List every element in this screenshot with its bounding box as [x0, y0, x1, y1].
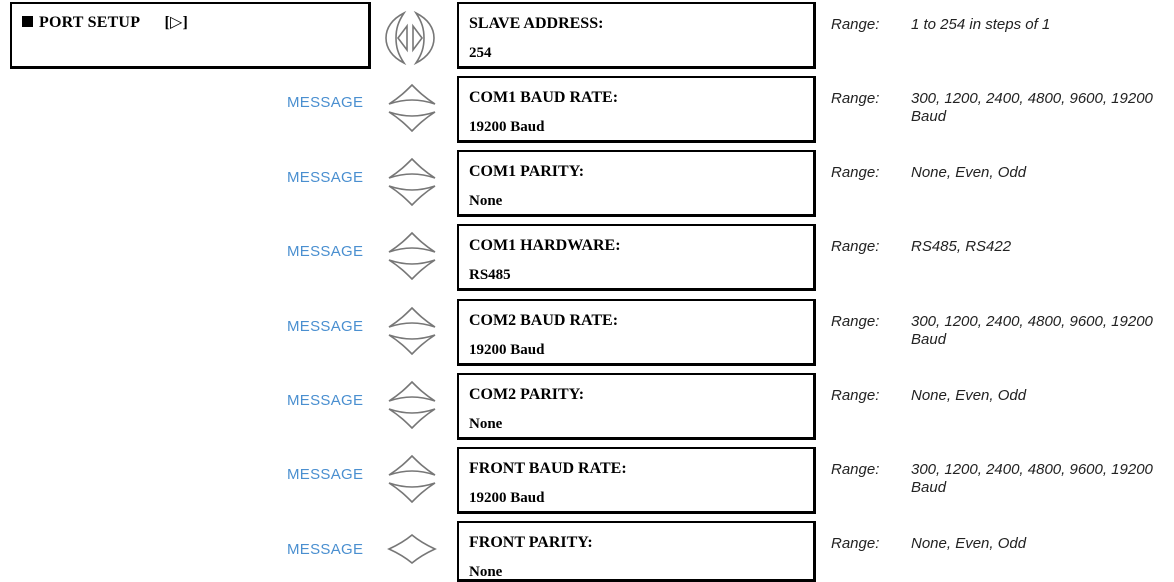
up-down-arrows-icon[interactable]: [386, 377, 438, 433]
message-label: MESSAGE: [287, 318, 364, 335]
range-text: 300, 1200, 2400, 4800, 9600, 19200 Baud: [911, 90, 1153, 125]
range-label: Range:: [831, 313, 880, 330]
setting-value: None: [469, 193, 503, 209]
setting-box-com1-parity[interactable]: COM1 PARITY: None: [457, 150, 816, 217]
setting-name: COM1 BAUD RATE:: [469, 89, 619, 106]
left-right-arrows-icon[interactable]: [376, 10, 444, 66]
message-label: MESSAGE: [287, 94, 364, 111]
up-down-arrows-icon[interactable]: [386, 451, 438, 507]
setting-name: FRONT PARITY:: [469, 534, 593, 551]
message-label: MESSAGE: [287, 169, 364, 186]
setting-value: None: [469, 564, 503, 580]
header-title-line: PORT SETUP [▷]: [22, 12, 188, 32]
message-label: MESSAGE: [287, 541, 364, 558]
header-title: PORT SETUP: [39, 14, 140, 31]
range-text: 1 to 254 in steps of 1: [911, 16, 1051, 33]
setting-name: COM1 PARITY:: [469, 163, 585, 180]
range-label: Range:: [831, 461, 880, 478]
range-text: 300, 1200, 2400, 4800, 9600, 19200 Baud: [911, 313, 1153, 348]
message-label: MESSAGE: [287, 466, 364, 483]
setting-box-front-baud-rate[interactable]: FRONT BAUD RATE: 19200 Baud: [457, 447, 816, 514]
setting-box-com1-baud-rate[interactable]: COM1 BAUD RATE: 19200 Baud: [457, 76, 816, 143]
up-down-arrows-icon[interactable]: [386, 80, 438, 136]
up-down-arrows-icon[interactable]: [386, 228, 438, 284]
setting-name: COM2 BAUD RATE:: [469, 312, 619, 329]
setting-value: 19200 Baud: [469, 119, 545, 135]
setting-value: RS485: [469, 267, 511, 283]
range-text: None, Even, Odd: [911, 535, 1027, 552]
setting-box-com1-hardware[interactable]: COM1 HARDWARE: RS485: [457, 224, 816, 291]
setting-box-com2-parity[interactable]: COM2 PARITY: None: [457, 373, 816, 440]
setting-name: FRONT BAUD RATE:: [469, 460, 627, 477]
setting-box-com2-baud-rate[interactable]: COM2 BAUD RATE: 19200 Baud: [457, 299, 816, 366]
range-label: Range:: [831, 90, 880, 107]
range-text: None, Even, Odd: [911, 387, 1027, 404]
setting-value: 254: [469, 45, 492, 61]
up-arrow-icon[interactable]: [386, 532, 438, 568]
range-label: Range:: [831, 535, 880, 552]
setting-value: 19200 Baud: [469, 342, 545, 358]
setting-box-front-parity[interactable]: FRONT PARITY: None: [457, 521, 816, 582]
setting-value: None: [469, 416, 503, 432]
setting-name: SLAVE ADDRESS:: [469, 15, 604, 32]
setting-name: COM1 HARDWARE:: [469, 237, 621, 254]
range-label: Range:: [831, 387, 880, 404]
square-bullet-icon: [22, 16, 33, 27]
setting-value: 19200 Baud: [469, 490, 545, 506]
message-label: MESSAGE: [287, 392, 364, 409]
header-arrow: [▷]: [164, 14, 189, 31]
range-label: Range:: [831, 238, 880, 255]
range-label: Range:: [831, 16, 880, 33]
up-down-arrows-icon[interactable]: [386, 303, 438, 359]
range-text: 300, 1200, 2400, 4800, 9600, 19200 Baud: [911, 461, 1153, 496]
setting-box-slave-address[interactable]: SLAVE ADDRESS: 254: [457, 2, 816, 69]
setting-name: COM2 PARITY:: [469, 386, 585, 403]
range-text: None, Even, Odd: [911, 164, 1027, 181]
message-label: MESSAGE: [287, 243, 364, 260]
port-setup-header[interactable]: PORT SETUP [▷]: [10, 2, 371, 69]
up-down-arrows-icon[interactable]: [386, 154, 438, 210]
range-label: Range:: [831, 164, 880, 181]
range-text: RS485, RS422: [911, 238, 1012, 255]
